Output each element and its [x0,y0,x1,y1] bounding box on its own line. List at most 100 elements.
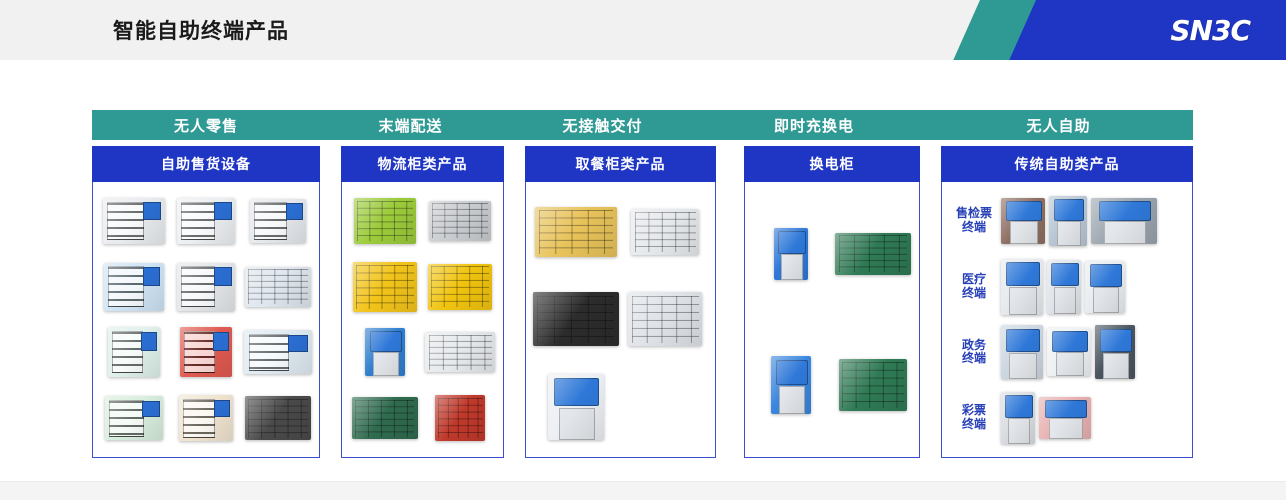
locker-grid-detail [634,211,696,253]
product-cell[interactable] [423,254,499,320]
product-grid [98,188,314,451]
product-cell[interactable] [621,188,711,276]
locker-grid-detail [355,399,415,437]
product-body [104,396,163,441]
product-cell[interactable] [1001,325,1043,380]
product-cell[interactable] [423,320,499,386]
column-body-meal-pickup-lockers [525,182,716,458]
product-image [752,322,830,450]
base-detail [1103,352,1129,380]
shelf-detail [181,266,216,307]
screen-detail [369,331,402,353]
page-header: 智能自助终端产品 SN3C [0,0,1286,60]
product-cell[interactable] [531,363,621,451]
screen-detail [1005,395,1033,419]
product-body [1091,197,1157,244]
product-cell[interactable] [1001,194,1045,248]
product-cell[interactable] [832,320,914,452]
product-body [243,330,312,375]
screen-detail [1006,261,1040,287]
product-cell[interactable] [1085,260,1125,314]
product-cell[interactable] [531,188,621,276]
product-cell[interactable] [1039,391,1091,445]
product-cell[interactable] [1049,194,1087,248]
screen-detail [1045,399,1087,419]
category-label-4: 无人自助 [1026,116,1091,135]
product-cell[interactable] [98,254,170,320]
product-cell[interactable] [242,385,314,451]
row-label: 医疗终端 [947,271,1001,301]
product-cell[interactable] [98,320,170,386]
snbc-logo: SN3C [1170,13,1251,47]
product-image [1039,391,1091,445]
row-label-line: 终端 [961,351,986,366]
product-cell[interactable] [347,254,423,320]
screen-detail [142,267,161,286]
screen-detail [214,267,232,286]
row-products [1001,383,1187,453]
product-cell[interactable] [242,188,314,254]
product-cell[interactable] [170,385,242,451]
product-image [100,322,168,384]
product-body [429,200,492,241]
product-body [631,208,700,255]
product-image [1001,194,1045,248]
product-cell[interactable] [170,188,242,254]
row-products [1001,318,1187,388]
product-cell[interactable] [1001,391,1035,445]
product-cell[interactable] [347,188,423,254]
screen-detail [1099,328,1133,353]
product-cell[interactable] [1091,194,1157,248]
product-cell[interactable] [242,254,314,320]
product-cell[interactable] [423,188,499,254]
product-cell[interactable] [170,320,242,386]
product-grid [750,188,914,451]
product-body [435,395,486,442]
product-body [547,374,604,441]
product-cell[interactable] [750,188,832,320]
product-cell[interactable] [242,320,314,386]
product-cell[interactable] [1047,259,1081,314]
shelf-detail [181,201,216,241]
locker-grid-detail [842,362,904,409]
screen-detail [1051,262,1079,287]
product-image [349,322,421,384]
screen-detail [214,202,232,221]
product-cell[interactable] [1047,325,1091,379]
product-body [352,261,417,312]
product-image [244,190,312,252]
screen-detail [1089,263,1123,287]
column-body-self-vending [92,182,320,458]
product-cell[interactable] [531,276,621,364]
shelf-detail [109,399,144,437]
shelf-detail [111,331,143,374]
column-header-traditional-self-service[interactable]: 传统自助类产品 [941,146,1193,182]
product-image [533,278,619,362]
product-body [107,327,160,378]
screen-detail [554,378,600,407]
product-image [623,190,709,274]
product-cell[interactable] [1001,258,1043,315]
product-cell[interactable] [1095,325,1135,380]
product-cell[interactable] [347,385,423,451]
row-label-line: 医疗 [961,271,986,286]
base-detail [1007,418,1031,445]
column-header-battery-swap-cabinet[interactable]: 换电柜 [744,146,920,182]
product-cell[interactable] [621,276,711,364]
product-cell[interactable] [170,254,242,320]
column-header-self-vending[interactable]: 自助售货设备 [92,146,320,182]
product-body [771,356,811,415]
product-cell[interactable] [832,188,914,320]
product-image [1001,258,1043,315]
shelf-detail [183,331,215,374]
screen-detail [142,400,160,418]
product-cell[interactable] [98,188,170,254]
product-row-set: 售检票终端医疗终端政务终端彩票终端 [947,188,1187,451]
locker-grid-detail [537,295,615,344]
column-header-logistics-lockers[interactable]: 物流柜类产品 [341,146,504,182]
column-header-meal-pickup-lockers[interactable]: 取餐柜类产品 [525,146,716,182]
product-cell[interactable] [423,385,499,451]
product-cell[interactable] [98,385,170,451]
product-cell[interactable] [347,320,423,386]
product-cell[interactable] [750,320,832,452]
